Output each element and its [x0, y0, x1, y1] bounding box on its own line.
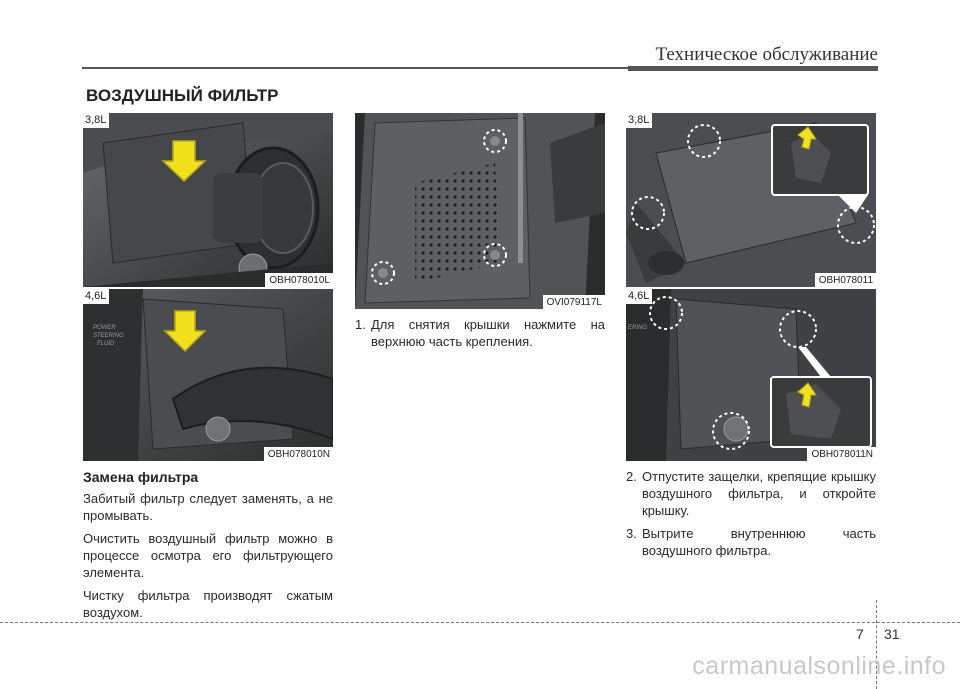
- photo-code: OBH078011: [814, 273, 876, 287]
- step-text: Для снятия крышки нажмите на верхнюю час…: [371, 317, 605, 349]
- subhead-filter-replacement: Замена фильтра: [83, 469, 199, 485]
- step-text: Отпустите защелки, крепящие крышку возду…: [642, 469, 876, 518]
- engine-label: 4,6L: [83, 289, 110, 304]
- photo-clips-38: 3,8L OBH078011: [626, 113, 876, 287]
- photo-engine-46-filter: POWER STEERING FLUID 4,6L OBH078010N: [83, 289, 333, 461]
- yellow-arrow-icon: [163, 310, 207, 353]
- footer-divider: [876, 600, 877, 689]
- paragraph: Чистку фильтра производят сжатым воздухо…: [83, 588, 333, 620]
- footer-rule: [0, 622, 960, 623]
- paragraph: Забитый фильтр следует заменять, а не пр…: [83, 491, 333, 523]
- instruction-step: 2. Отпустите защелки, крепящие крышку во…: [626, 468, 876, 519]
- photo-code: OBH078010L: [265, 273, 333, 287]
- watermark: carmanualsonline.info: [692, 652, 946, 680]
- engine-label: 4,6L: [626, 289, 653, 304]
- header-rule-accent: [628, 66, 878, 71]
- photo-code: OBH078011N: [807, 447, 876, 461]
- svg-text:POWER: POWER: [93, 325, 116, 331]
- section-title: ВОЗДУШНЫЙ ФИЛЬТР: [86, 86, 279, 105]
- photo-clips-46: ERING 4,6L OBH078011N: [626, 289, 876, 461]
- middle-text-block: 1. Для снятия крышки нажмите на верхнюю …: [355, 316, 605, 356]
- yellow-arrow-icon: [161, 140, 207, 183]
- svg-text:ERING: ERING: [628, 325, 647, 331]
- instruction-step: 3. Вытрите внутреннюю часть воздушного ф…: [626, 525, 876, 559]
- left-text-block: Забитый фильтр следует заменять, а не пр…: [83, 490, 333, 627]
- chapter-number: 7: [856, 626, 864, 642]
- svg-text:FLUID: FLUID: [97, 341, 115, 347]
- svg-text:STEERING: STEERING: [93, 333, 124, 339]
- running-header: Техническое обслуживание: [655, 44, 878, 65]
- step-number: 2.: [626, 469, 637, 484]
- header-rule: [82, 67, 878, 69]
- photo-filter-cover: OVI079117L: [355, 113, 605, 309]
- photo-engine-38-filter: 3,8L OBH078010L: [83, 113, 333, 287]
- step-number: 1.: [355, 317, 366, 332]
- engine-label: 3,8L: [83, 113, 110, 128]
- instruction-step: 1. Для снятия крышки нажмите на верхнюю …: [355, 316, 605, 350]
- photo-code: OBH078010N: [263, 447, 333, 461]
- engine-label: 3,8L: [626, 113, 653, 128]
- step-number: 3.: [626, 526, 637, 541]
- step-text: Вытрите внутреннюю часть воздушного филь…: [642, 526, 876, 558]
- photo-code: OVI079117L: [542, 295, 605, 309]
- right-text-block: 2. Отпустите защелки, крепящие крышку во…: [626, 468, 876, 565]
- page-number: 31: [884, 626, 900, 642]
- paragraph: Очистить воздушный фильтр можно в процес…: [83, 531, 333, 580]
